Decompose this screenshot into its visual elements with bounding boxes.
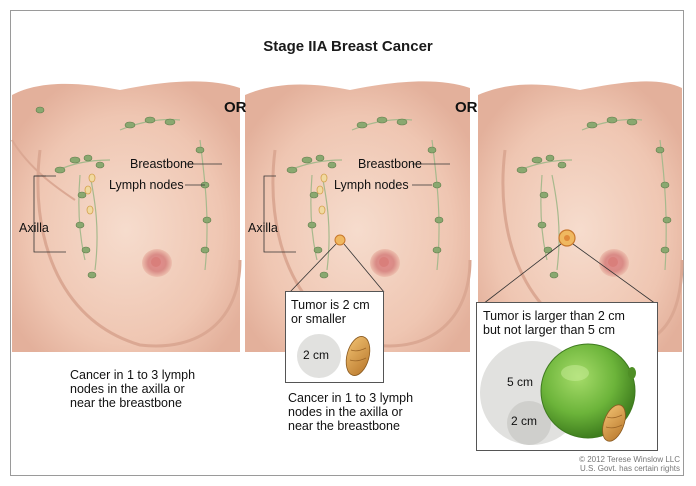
panel1-torso (12, 81, 240, 352)
peanut-icon (342, 334, 374, 378)
tumor-inset-large: Tumor is larger than 2 cm but not larger… (476, 302, 658, 451)
circle-label-2cm-large: 2 cm (511, 414, 537, 428)
lymph-nodes-label-2: Lymph nodes (334, 178, 409, 192)
tumor-small (335, 235, 345, 245)
circle-label-5cm: 5 cm (507, 375, 533, 389)
or-label-2: OR (455, 99, 478, 116)
tumor-inset-small: Tumor is 2 cm or smaller 2 cm (285, 291, 384, 383)
axilla-label: Axilla (19, 221, 49, 235)
panel1-caption: Cancer in 1 to 3 lymph nodes in the axil… (70, 368, 220, 410)
inset-small-graphic (286, 292, 385, 384)
lymph-nodes-label: Lymph nodes (109, 178, 184, 192)
circle-label-2cm: 2 cm (303, 348, 329, 362)
breastbone-label: Breastbone (130, 157, 194, 171)
inset-large-graphic (477, 303, 659, 452)
breastbone-label-2: Breastbone (358, 157, 422, 171)
figure-title: Stage IIA Breast Cancer (0, 38, 696, 55)
or-label-1: OR (224, 99, 247, 116)
axilla-label-2: Axilla (248, 221, 278, 235)
panel2-caption: Cancer in 1 to 3 lymph nodes in the axil… (288, 391, 438, 433)
copyright-credit: © 2012 Terese Winslow LLC U.S. Govt. has… (579, 455, 680, 473)
